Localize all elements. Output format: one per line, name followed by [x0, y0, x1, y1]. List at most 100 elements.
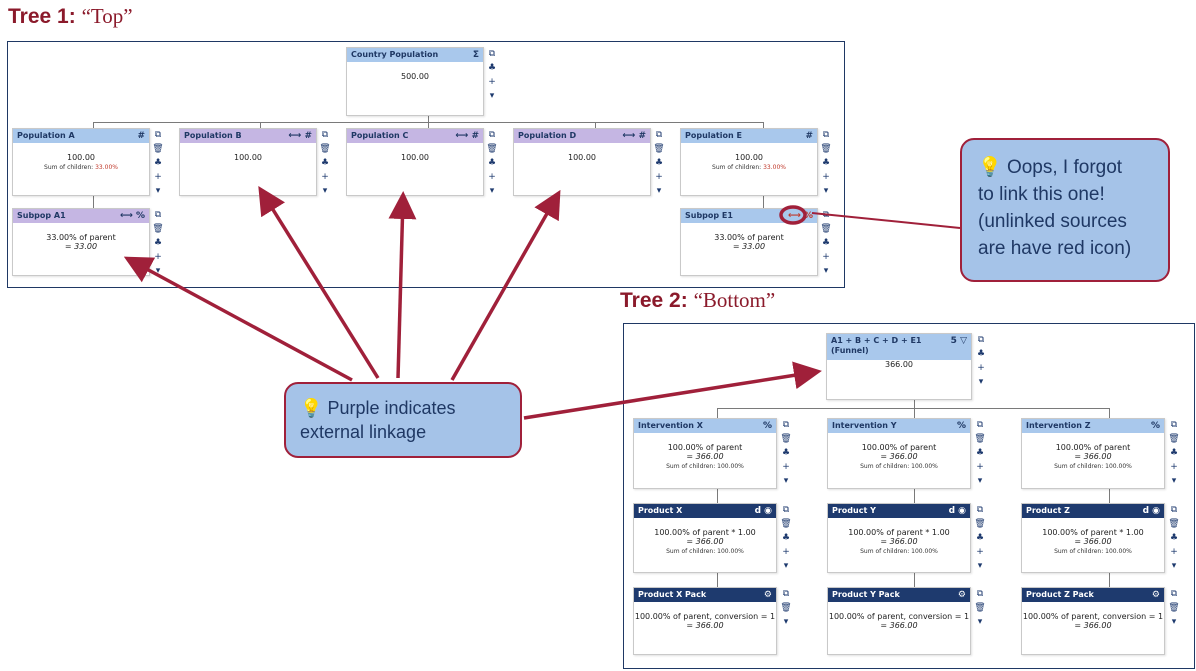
link-icon: ⟷ %: [119, 211, 145, 221]
node-actions[interactable]: ⧉🗑▾: [780, 587, 792, 629]
copy-icon: ⧉: [976, 505, 984, 515]
callout-unlinked: 💡 Oops, I forgot to link this one! (unli…: [960, 138, 1170, 282]
pack-icon: ⚙: [763, 590, 772, 600]
link-icon: ⟷ #: [455, 131, 479, 141]
hierarchy-icon: ♣: [821, 238, 831, 248]
delete-icon: 🗑: [1168, 603, 1180, 613]
collapse-icon: ▾: [783, 561, 789, 571]
pack-icon: ⚙: [957, 590, 966, 600]
node-actions[interactable]: ⧉ 🗑 ♣ + ▾: [152, 128, 164, 198]
copy-icon: ⧉: [782, 505, 790, 515]
collapse-icon: ▾: [656, 186, 662, 196]
node-intervention-x[interactable]: Intervention X% 100.00% of parent= 366.0…: [633, 418, 777, 489]
node-actions[interactable]: ⧉🗑♣+▾: [486, 128, 498, 198]
add-icon: +: [154, 172, 162, 182]
collapse-icon: ▾: [1171, 476, 1177, 486]
node-actions[interactable]: ⧉🗑♣+▾: [1168, 503, 1180, 573]
unlinked-link-icon: ⟷ %: [787, 211, 813, 221]
hierarchy-icon: ♣: [1169, 448, 1179, 458]
hierarchy-icon: ♣: [320, 158, 330, 168]
hierarchy-icon: ♣: [1169, 533, 1179, 543]
delete-icon: 🗑: [820, 144, 832, 154]
copy-icon: ⧉: [655, 130, 663, 140]
add-icon: +: [655, 172, 663, 182]
delete-icon: 🗑: [780, 434, 792, 444]
node-actions[interactable]: ⧉🗑▾: [1168, 587, 1180, 629]
hierarchy-icon: ♣: [975, 448, 985, 458]
collapse-icon: ▾: [1171, 617, 1177, 627]
collapse-icon: ▾: [977, 617, 983, 627]
node-population-d[interactable]: Population D⟷ # 100.00: [513, 128, 651, 196]
node-population-b[interactable]: Population B⟷ # 100.00: [179, 128, 317, 196]
node-actions[interactable]: ⧉🗑♣+▾: [820, 208, 832, 278]
delete-icon: 🗑: [1168, 434, 1180, 444]
hierarchy-icon: ♣: [153, 238, 163, 248]
copy-icon: ⧉: [782, 420, 790, 430]
copy-icon: ⧉: [977, 335, 985, 345]
node-actions[interactable]: ⧉🗑♣+▾: [974, 418, 986, 488]
node-population-c[interactable]: Population C⟷ # 100.00: [346, 128, 484, 196]
tree2-title: Tree 2: “Bottom”: [620, 288, 776, 312]
hierarchy-icon: ♣: [781, 533, 791, 543]
collapse-icon: ▾: [783, 617, 789, 627]
copy-icon: ⧉: [822, 210, 830, 220]
callout-purple-linkage: 💡 Purple indicates external linkage: [284, 382, 522, 458]
collapse-icon: ▾: [322, 186, 328, 196]
lightbulb-icon: 💡: [978, 157, 1002, 178]
node-actions[interactable]: ⧉🗑♣+▾: [152, 208, 164, 278]
collapse-icon: ▾: [978, 377, 984, 387]
node-actions[interactable]: ⧉🗑♣+▾: [319, 128, 331, 198]
hierarchy-icon: ♣: [976, 349, 986, 359]
delete-icon: 🗑: [974, 603, 986, 613]
copy-icon: ⧉: [154, 130, 162, 140]
node-product-y-pack[interactable]: Product Y Pack⚙ 100.00% of parent, conve…: [827, 587, 971, 655]
copy-icon: ⧉: [1170, 420, 1178, 430]
node-actions[interactable]: ⧉🗑♣+▾: [653, 128, 665, 198]
delete-icon: 🗑: [780, 519, 792, 529]
delete-icon: 🗑: [152, 224, 164, 234]
node-actions[interactable]: ⧉🗑♣+▾: [1168, 418, 1180, 488]
sum-icon: Σ: [472, 50, 479, 60]
node-product-x-pack[interactable]: Product X Pack⚙ 100.00% of parent, conve…: [633, 587, 777, 655]
node-subpop-a1[interactable]: Subpop A1⟷ % 33.00% of parent= 33.00: [12, 208, 150, 276]
node-intervention-z[interactable]: Intervention Z% 100.00% of parent= 366.0…: [1021, 418, 1165, 489]
delete-icon: 🗑: [974, 434, 986, 444]
delete-icon: 🗑: [319, 144, 331, 154]
node-actions[interactable]: ⧉ 🗑 ▾: [974, 587, 986, 629]
delete-icon: 🗑: [974, 519, 986, 529]
copy-icon: ⧉: [782, 589, 790, 599]
node-actions[interactable]: ⧉🗑♣+▾: [820, 128, 832, 198]
collapse-icon: ▾: [977, 476, 983, 486]
copy-icon: ⧉: [976, 420, 984, 430]
add-icon: +: [1170, 547, 1178, 557]
tree1-title: Tree 1: “Top”: [8, 4, 133, 28]
node-actions[interactable]: ⧉🗑♣+▾: [974, 503, 986, 573]
hierarchy-icon: ♣: [153, 158, 163, 168]
node-actions[interactable]: ⧉🗑♣+▾: [780, 503, 792, 573]
copy-icon: ⧉: [976, 589, 984, 599]
node-actions[interactable]: ⧉♣+▾: [975, 333, 987, 389]
node-product-z-pack[interactable]: Product Z Pack⚙ 100.00% of parent, conve…: [1021, 587, 1165, 655]
add-icon: +: [976, 547, 984, 557]
delete-icon: 🗑: [653, 144, 665, 154]
add-icon: +: [822, 172, 830, 182]
copy-icon: ⧉: [488, 130, 496, 140]
delete-icon: 🗑: [152, 144, 164, 154]
collapse-icon: ▾: [823, 186, 829, 196]
node-subpop-e1[interactable]: Subpop E1⟷ % 33.00% of parent= 33.00: [680, 208, 818, 276]
copy-icon: ⧉: [822, 130, 830, 140]
collapse-icon: ▾: [155, 186, 161, 196]
copy-icon: ⧉: [1170, 505, 1178, 515]
node-actions[interactable]: ⧉🗑♣+▾: [780, 418, 792, 488]
node-intervention-y[interactable]: Intervention Y% 100.00% of parent= 366.0…: [827, 418, 971, 489]
node-funnel[interactable]: A1 + B + C + D + E1(Funnel)5 ▽ 366.00: [826, 333, 972, 400]
node-actions[interactable]: ⧉♣+▾: [486, 47, 498, 103]
collapse-icon: ▾: [823, 266, 829, 276]
